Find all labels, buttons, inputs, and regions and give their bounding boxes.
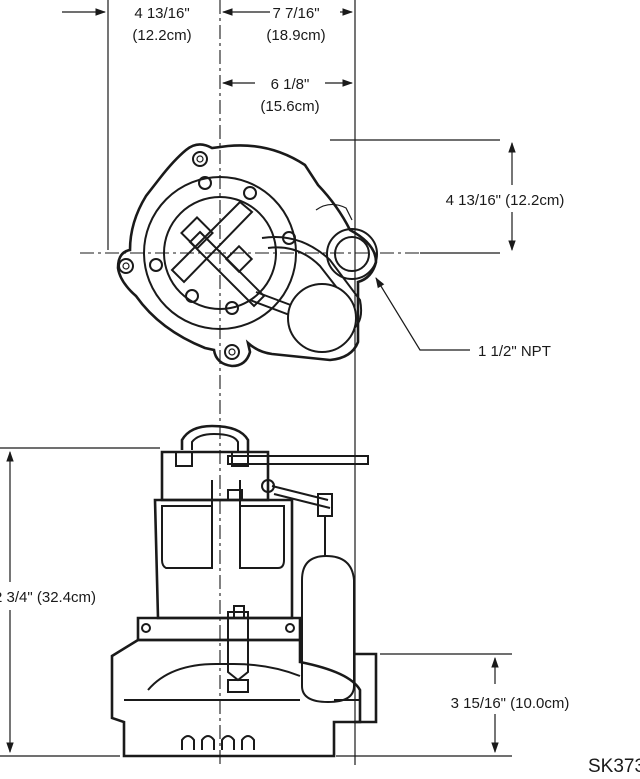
dimension-top-right: 7 7/16" (18.9cm) <box>266 5 354 44</box>
dim-7-7-16-metric: (18.9cm) <box>266 27 325 44</box>
dimension-6-1-8: 6 1/8" (15.6cm) <box>221 76 354 115</box>
dim-3-15-16: 3 15/16" (10.0cm) <box>451 695 570 712</box>
dimension-top-left: 4 13/16" (12.2cm) <box>62 5 270 44</box>
dim-4-13-16-imperial: 4 13/16" <box>134 5 189 22</box>
dimension-overall-height: 2 3/4" (32.4cm) <box>0 447 160 757</box>
drawing-code: SK373 <box>588 756 640 777</box>
dim-6-1-8-imperial: 6 1/8" <box>271 76 310 93</box>
dimension-discharge-height: 3 15/16" (10.0cm) <box>336 653 570 757</box>
dim-2-3-4: 2 3/4" (32.4cm) <box>0 589 96 606</box>
pump-top-view <box>116 143 378 368</box>
dimension-right-top: 4 13/16" (12.2cm) <box>446 141 565 252</box>
pump-side-view <box>110 424 378 758</box>
dim-7-7-16-imperial: 7 7/16" <box>272 5 319 22</box>
npt-label: 1 1/2" NPT <box>478 343 551 360</box>
npt-callout: 1 1/2" NPT <box>375 277 551 360</box>
dim-4-13-16-cm: 4 13/16" (12.2cm) <box>446 192 565 209</box>
dim-6-1-8-metric: (15.6cm) <box>260 98 319 115</box>
dim-4-13-16-metric: (12.2cm) <box>132 27 191 44</box>
